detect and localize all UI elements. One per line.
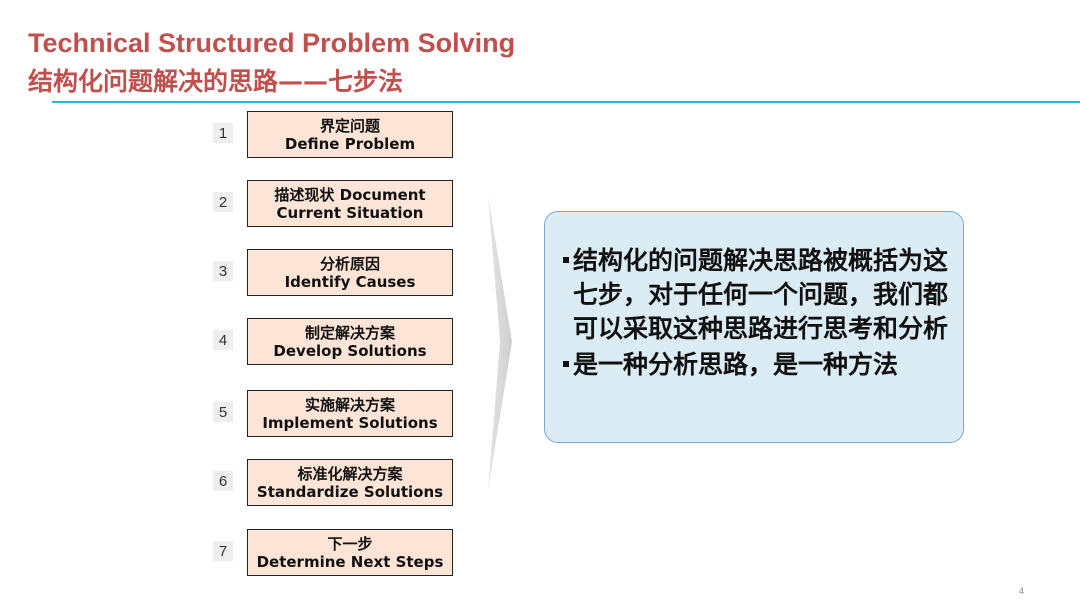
step-box: 分析原因 Identify Causes — [247, 249, 453, 296]
step-box: 制定解决方案 Develop Solutions — [247, 318, 453, 365]
step-3: 3 分析原因 Identify Causes — [213, 249, 455, 297]
step-label-cn: 下一步 — [327, 534, 373, 553]
step-box: 界定问题 Define Problem — [247, 111, 453, 158]
step-box: 描述现状 Document Current Situation — [247, 180, 453, 227]
step-label-cn: 描述现状 Document — [274, 185, 426, 204]
step-4: 4 制定解决方案 Develop Solutions — [213, 318, 455, 366]
title-divider — [52, 101, 1080, 103]
step-label-cn: 制定解决方案 — [304, 323, 395, 342]
step-label-en: Implement Solutions — [262, 413, 438, 432]
callout-bullet: 结构化的问题解决思路被概括为这七步，对于任何一个问题，我们都可以采取这种思路进行… — [563, 244, 949, 346]
step-label-cn: 界定问题 — [319, 116, 380, 135]
page-number: 4 — [1019, 586, 1025, 596]
step-label-cn: 标准化解决方案 — [297, 464, 403, 483]
step-number: 4 — [213, 330, 233, 350]
step-label-en: Develop Solutions — [273, 341, 427, 360]
step-1: 1 界定问题 Define Problem — [213, 111, 455, 159]
step-label-en: Standardize Solutions — [256, 482, 444, 501]
step-label-cn: 分析原因 — [319, 254, 380, 273]
summary-callout: 结构化的问题解决思路被概括为这七步，对于任何一个问题，我们都可以采取这种思路进行… — [544, 211, 964, 443]
step-box: 下一步 Determine Next Steps — [247, 529, 453, 576]
step-label-en: Identify Causes — [284, 272, 416, 291]
page-title-english: Technical Structured Problem Solving — [28, 28, 516, 58]
step-label-cn: 实施解决方案 — [304, 395, 395, 414]
chevron-right-icon — [488, 195, 512, 490]
step-2: 2 描述现状 Document Current Situation — [213, 180, 455, 228]
step-number: 1 — [213, 123, 233, 143]
step-7: 7 下一步 Determine Next Steps — [213, 529, 455, 577]
step-5: 5 实施解决方案 Implement Solutions — [213, 390, 455, 438]
page-title-chinese: 结构化问题解决的思路——七步法 — [28, 67, 404, 96]
step-6: 6 标准化解决方案 Standardize Solutions — [213, 459, 455, 507]
step-number: 2 — [213, 192, 233, 212]
step-label-en: Determine Next Steps — [256, 552, 444, 571]
step-number: 7 — [213, 541, 233, 561]
step-box: 标准化解决方案 Standardize Solutions — [247, 459, 453, 506]
step-number: 3 — [213, 261, 233, 281]
step-number: 5 — [213, 402, 233, 422]
callout-bullet: 是一种分析思路，是一种方法 — [563, 348, 949, 382]
step-box: 实施解决方案 Implement Solutions — [247, 390, 453, 437]
step-number: 6 — [213, 471, 233, 491]
step-label-en: Current Situation — [276, 203, 424, 222]
step-label-en: Define Problem — [284, 134, 416, 153]
